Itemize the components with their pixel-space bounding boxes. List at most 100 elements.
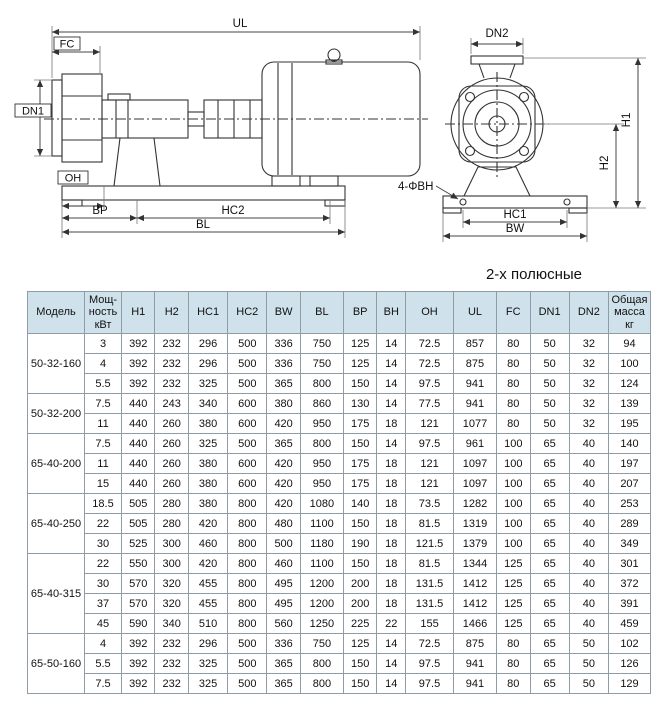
value-cell: 1379 (452, 533, 498, 554)
value-cell: 100 (496, 493, 531, 514)
dim-label-dn2: DN2 (485, 28, 508, 40)
value-cell: 65 (529, 653, 570, 674)
value-cell: 391 (608, 593, 651, 614)
value-cell: 560 (266, 613, 301, 634)
value-cell: 500 (227, 433, 268, 454)
column-header: FC (496, 291, 531, 334)
value-cell: 1344 (452, 553, 498, 574)
motor-foot (271, 175, 301, 187)
value-cell: 124 (608, 373, 651, 394)
value-cell: 1180 (299, 533, 344, 554)
value-cell: 600 (227, 413, 268, 434)
value-cell: 1200 (299, 593, 344, 614)
value-cell: 380 (266, 393, 301, 414)
value-cell: 260 (154, 413, 189, 434)
value-cell: 392 (120, 633, 156, 654)
value-cell: 260 (154, 473, 189, 494)
dim-label-h1: H1 (621, 113, 633, 128)
value-cell: 300 (154, 533, 189, 554)
value-cell: 440 (120, 453, 156, 474)
section-heading: 2-х полюсные (485, 266, 582, 283)
value-cell: 336 (266, 333, 301, 354)
value-cell: 349 (608, 533, 651, 554)
value-cell: 97.5 (405, 373, 454, 394)
value-cell: 40 (568, 453, 610, 474)
value-cell: 336 (266, 353, 301, 374)
flange-bolt (464, 91, 476, 103)
value-cell: 1097 (452, 473, 498, 494)
column-header: HC1 (187, 291, 229, 334)
value-cell: 94 (608, 333, 651, 354)
value-cell: 232 (154, 333, 189, 354)
column-header: OH (405, 291, 454, 334)
value-cell: 455 (187, 573, 229, 594)
side-view-dimensions: UL FC DN1 OH BP HC2 (14, 18, 421, 238)
column-header: DN1 (529, 291, 570, 334)
dim-label-ul: UL (233, 18, 248, 30)
value-cell: 100 (496, 453, 531, 474)
value-cell: 40 (568, 473, 610, 494)
value-cell: 365 (266, 373, 301, 394)
value-cell: 750 (299, 333, 344, 354)
dim-label-dn1: DN1 (22, 106, 44, 118)
value-cell: 950 (299, 413, 344, 434)
dim-label-oh: OH (65, 173, 82, 185)
value-cell: 1412 (452, 573, 498, 594)
value-cell: 80 (496, 353, 531, 374)
value-cell: 325 (187, 433, 229, 454)
value-cell: 18 (376, 533, 407, 554)
value-cell: 18.5 (84, 493, 122, 514)
value-cell: 440 (120, 413, 156, 434)
column-header: BH (376, 291, 407, 334)
column-header: UL (452, 291, 498, 334)
column-header: BL (299, 291, 344, 334)
value-cell: 1412 (452, 593, 498, 614)
value-cell: 40 (568, 533, 610, 554)
value-cell: 14 (376, 633, 407, 654)
value-cell: 65 (529, 533, 570, 554)
value-cell: 150 (342, 433, 378, 454)
value-cell: 860 (299, 393, 344, 414)
value-cell: 600 (227, 473, 268, 494)
dim-label-h2: H2 (599, 156, 611, 171)
value-cell: 455 (187, 593, 229, 614)
value-cell: 800 (227, 573, 268, 594)
value-cell: 129 (608, 673, 651, 694)
value-cell: 50 (529, 373, 570, 394)
value-cell: 80 (496, 413, 531, 434)
value-cell: 296 (187, 333, 229, 354)
value-cell: 340 (187, 393, 229, 414)
column-header: DN2 (568, 291, 610, 334)
value-cell: 500 (227, 333, 268, 354)
value-cell: 800 (227, 493, 268, 514)
value-cell: 14 (376, 373, 407, 394)
value-cell: 140 (608, 433, 651, 454)
motor-foot (309, 175, 339, 187)
value-cell: 97.5 (405, 653, 454, 674)
value-cell: 325 (187, 673, 229, 694)
value-cell: 1097 (452, 453, 498, 474)
value-cell: 40 (568, 613, 610, 634)
value-cell: 121 (405, 413, 454, 434)
value-cell: 80 (496, 673, 531, 694)
value-cell: 121.5 (405, 533, 454, 554)
value-cell: 301 (608, 553, 651, 574)
value-cell: 97.5 (405, 673, 454, 694)
value-cell: 50 (529, 393, 570, 414)
dim-label-bp: BP (92, 205, 108, 217)
value-cell: 32 (568, 373, 610, 394)
value-cell: 505 (120, 493, 156, 514)
value-cell: 77.5 (405, 393, 454, 414)
value-cell: 500 (227, 353, 268, 374)
value-cell: 941 (452, 653, 498, 674)
value-cell: 150 (342, 553, 378, 574)
value-cell: 420 (266, 493, 301, 514)
